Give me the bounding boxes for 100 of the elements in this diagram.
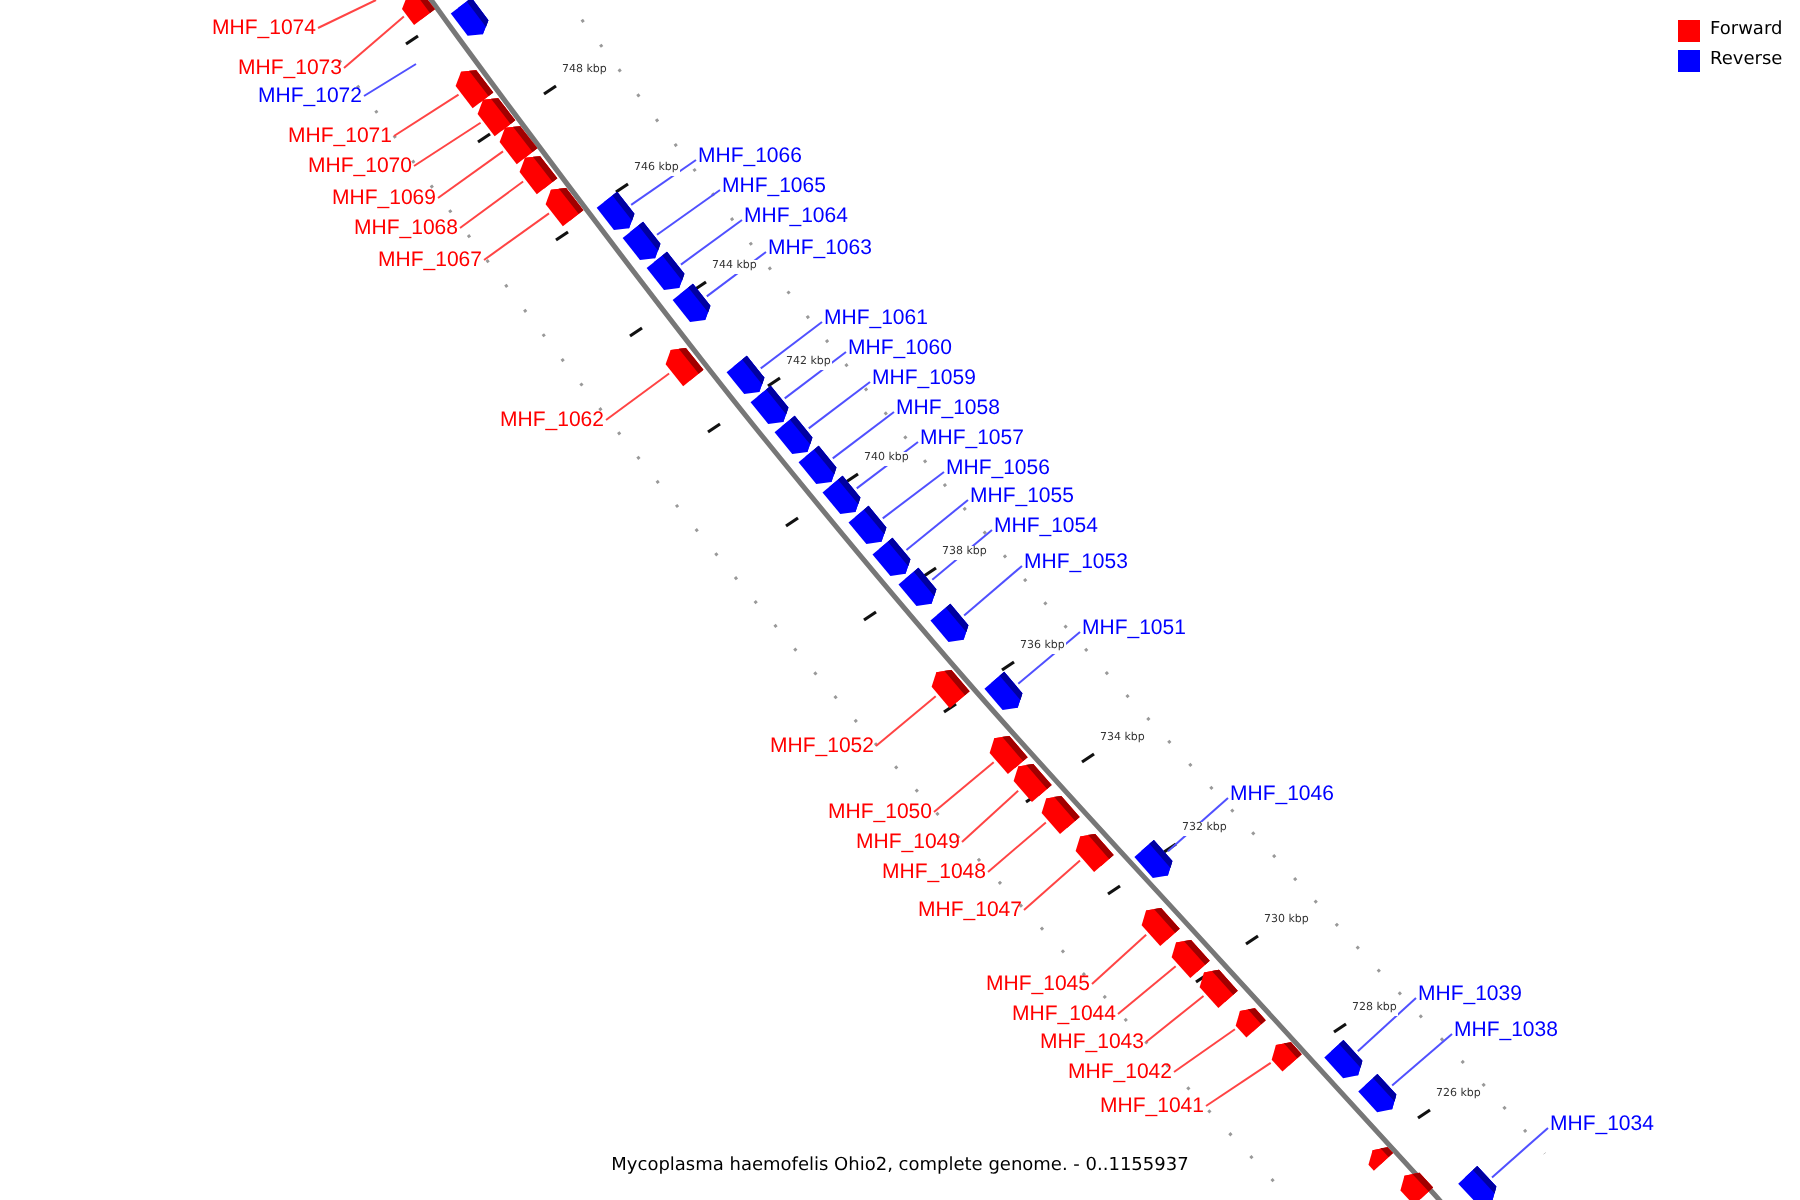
- gene-label: MHF_1061: [824, 306, 928, 330]
- gene-feature: [898, 567, 937, 606]
- leader-line: [679, 219, 743, 266]
- gene-feature: [848, 505, 887, 544]
- gene-label: MHF_1060: [848, 336, 952, 360]
- leader-line: [987, 821, 1047, 873]
- leader-line: [759, 321, 823, 370]
- gene-label: MHF_1054: [994, 514, 1098, 538]
- gene-feature: [646, 251, 685, 290]
- leader-line: [875, 695, 937, 747]
- gene-label: MHF_1068: [354, 216, 458, 240]
- gene-feature: [989, 735, 1028, 775]
- gene-label: MHF_1058: [896, 396, 1000, 420]
- gene-label: MHF_1039: [1418, 982, 1522, 1006]
- leader-line: [807, 381, 871, 430]
- gene-label: MHF_1070: [308, 154, 412, 178]
- gene-feature: [1199, 969, 1238, 1009]
- leader-line: [783, 351, 847, 400]
- gene-label: MHF_1064: [744, 204, 848, 228]
- leader-line: [963, 565, 1023, 617]
- gene-feature: [672, 283, 711, 322]
- gene-label: MHF_1047: [918, 898, 1022, 922]
- gene-label: MHF_1073: [238, 56, 342, 80]
- leader-line: [1173, 1028, 1236, 1073]
- leader-line: [1091, 933, 1148, 985]
- gene-feature: [1271, 1042, 1302, 1072]
- gene-feature: [402, 0, 435, 25]
- gene-feature: [622, 221, 661, 260]
- gene-feature: [499, 126, 538, 165]
- leader-line: [656, 189, 721, 236]
- gene-label: MHF_1069: [332, 186, 436, 210]
- gene-feature: [872, 537, 911, 576]
- gene-feature: [984, 671, 1023, 711]
- gene-feature: [1358, 1073, 1397, 1113]
- leader-line: [1205, 1061, 1272, 1107]
- gene-feature: [1041, 795, 1080, 835]
- gene-label: MHF_1055: [970, 484, 1074, 508]
- gene-label: MHF_1048: [882, 860, 986, 884]
- gene-feature: [1235, 1008, 1266, 1038]
- leader-line: [413, 121, 482, 167]
- gene-feature: [1134, 839, 1173, 879]
- gene-label: MHF_1046: [1230, 782, 1334, 806]
- gene-label: MHF_1056: [946, 456, 1050, 480]
- gene-feature: [931, 669, 970, 709]
- legend-label: Forward: [1710, 20, 1783, 42]
- gene-label: MHF_1044: [1012, 1002, 1116, 1026]
- gene-feature: [1141, 907, 1180, 947]
- gene-feature: [1013, 763, 1052, 803]
- leader-line: [1023, 859, 1081, 911]
- leader-line: [1117, 965, 1177, 1015]
- gene-label: MHF_1067: [378, 248, 482, 272]
- leader-line: [630, 159, 697, 206]
- leader-line: [933, 761, 995, 813]
- gene-feature: [798, 445, 837, 484]
- gene-feature: [665, 348, 704, 387]
- leader-line: [437, 150, 504, 199]
- caption: Mycoplasma haemofelis Ohio2, complete genome. - 0..1155937: [611, 1156, 1189, 1176]
- leader-line: [905, 499, 969, 551]
- leader-line: [459, 180, 525, 229]
- gene-label: MHF_1062: [500, 408, 604, 432]
- gene-label: MHF_1063: [768, 236, 872, 260]
- gene-label: MHF_1041: [1100, 1094, 1204, 1118]
- gene-feature: [519, 156, 558, 195]
- gene-feature: [1400, 1172, 1434, 1200]
- leader-line: [1356, 997, 1417, 1053]
- gene-label: MHF_1071: [288, 124, 392, 148]
- gene-label: MHF_1066: [698, 144, 802, 168]
- gene-label: MHF_1053: [1024, 550, 1128, 574]
- leader-line: [961, 789, 1020, 843]
- gene-label: MHF_1050: [828, 800, 932, 824]
- gene-feature: [1075, 833, 1114, 873]
- gene-label: MHF_1045: [986, 972, 1090, 996]
- gene-label: MHF_1051: [1082, 616, 1186, 640]
- legend-label: Reverse: [1710, 50, 1783, 72]
- gene-feature: [450, 0, 489, 36]
- gene-label: MHF_1043: [1040, 1030, 1144, 1054]
- gene-feature: [1171, 939, 1210, 979]
- leader-line: [1491, 1127, 1549, 1179]
- gene-feature: [1324, 1039, 1363, 1079]
- gene-feature: [596, 191, 635, 230]
- leader-line: [343, 15, 405, 69]
- leader-line: [831, 411, 895, 460]
- leader-line: [363, 63, 417, 97]
- gene-label: MHF_1052: [770, 734, 874, 758]
- gene-label: MHF_1042: [1068, 1060, 1172, 1084]
- gene-label: MHF_1034: [1550, 1112, 1654, 1136]
- gene-feature: [726, 355, 765, 394]
- leader-line: [1017, 631, 1081, 685]
- gene-feature: [1458, 1165, 1497, 1200]
- gene-label: MHF_1072: [258, 84, 362, 108]
- gene-label: MHF_1059: [872, 366, 976, 390]
- leader-line: [393, 93, 460, 137]
- gene-feature: [750, 385, 789, 424]
- gene-feature: [822, 475, 861, 514]
- gene-label: MHF_1074: [212, 16, 316, 40]
- gene-feature: [1368, 1147, 1393, 1171]
- gene-label: MHF_1057: [920, 426, 1024, 450]
- gene-feature: [774, 415, 813, 454]
- leader-line: [317, 0, 377, 29]
- gene-feature: [545, 188, 584, 227]
